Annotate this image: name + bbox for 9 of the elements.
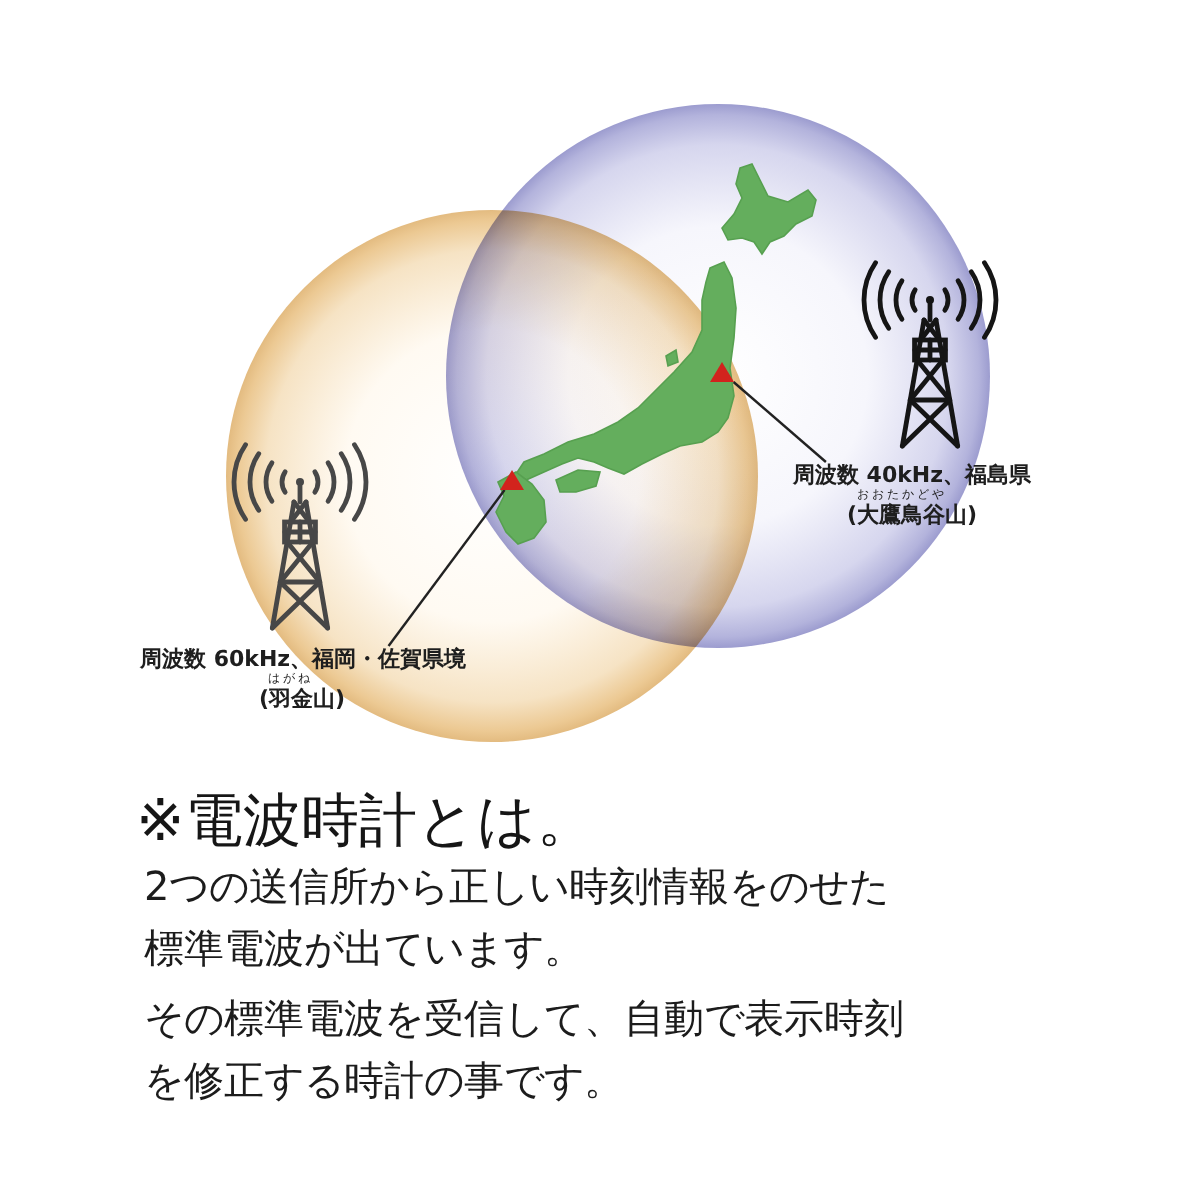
station-name: (羽金山): [258, 686, 346, 712]
triangle-marker-icon: [500, 470, 524, 490]
description-text: 2つの送信所から正しい時刻情報をのせた標準電波が出ています。: [144, 860, 892, 976]
leader-line: [387, 489, 506, 647]
triangle-marker-icon: [710, 362, 734, 382]
description-text: その標準電波を受信して、自動で表示時刻を修正する時計の事です。: [144, 992, 906, 1108]
heading: ※電波時計とは。: [136, 784, 595, 856]
station-name: (大鷹鳥谷山): [846, 502, 978, 528]
frequency-label: 周波数 40kHz、福島県: [792, 462, 1032, 488]
